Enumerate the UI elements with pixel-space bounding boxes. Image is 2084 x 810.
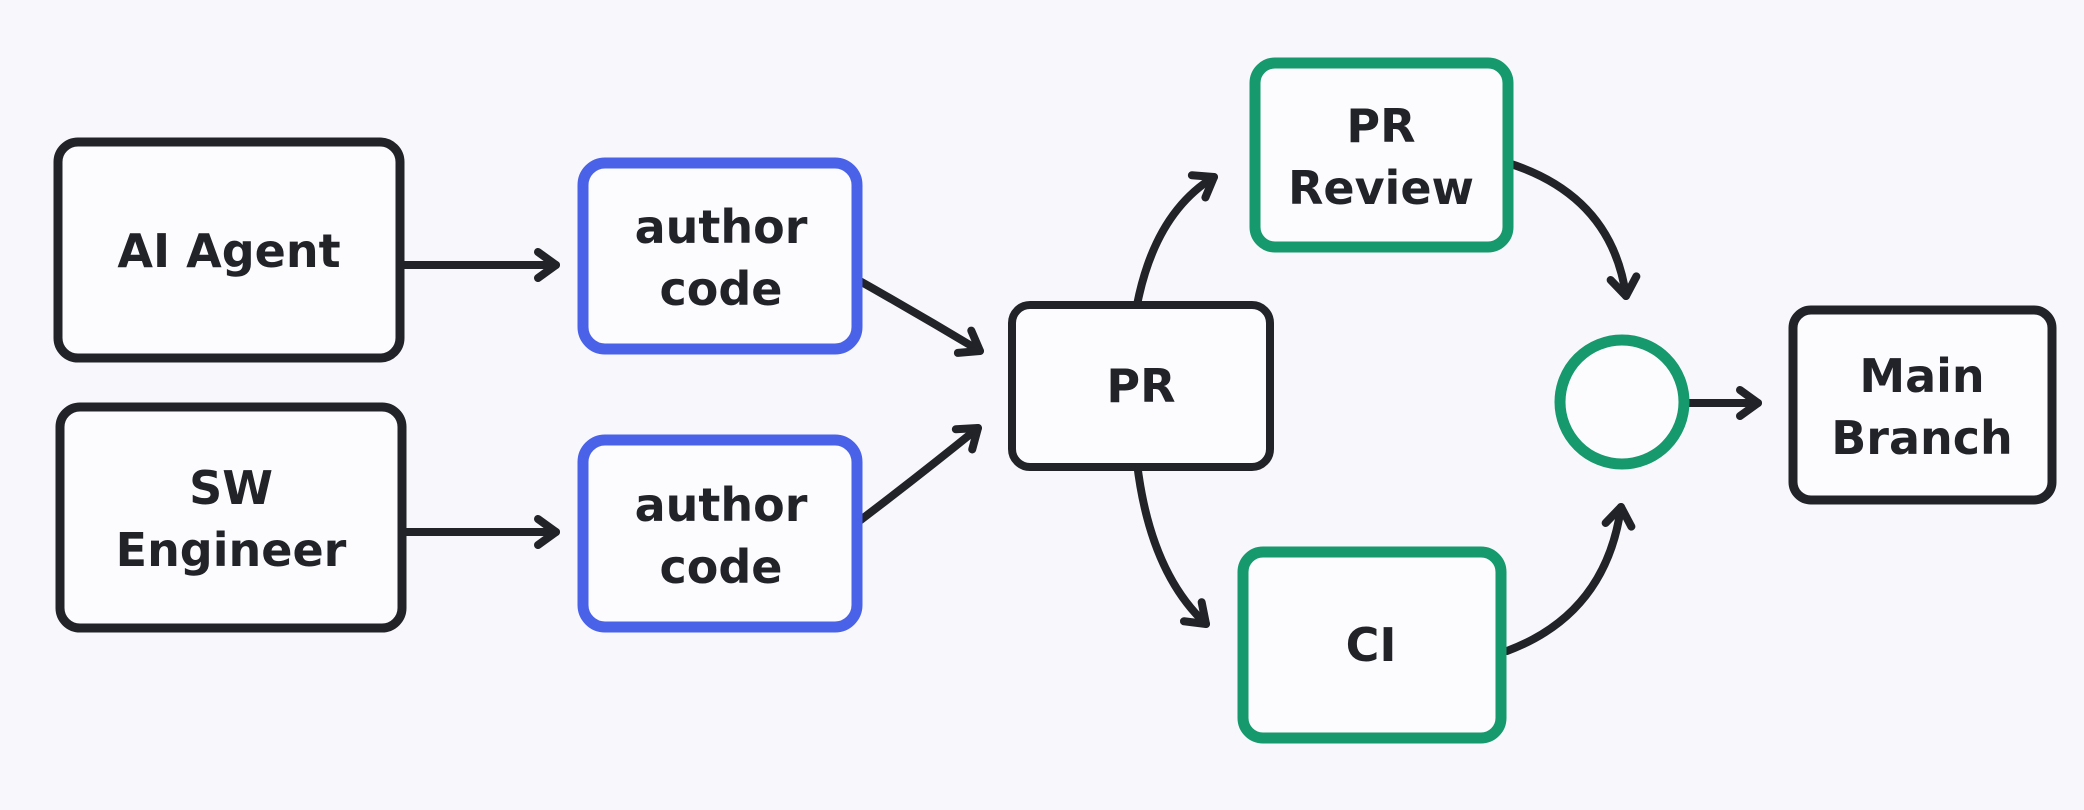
node-ci — [1237, 546, 1507, 744]
node-author-code-bottom — [577, 434, 863, 633]
main-branch-label-line1: Main — [1859, 349, 1984, 403]
node-pr — [1008, 301, 1274, 471]
arrow-ci-to-check — [1503, 502, 1636, 655]
main-branch-label-line2: Branch — [1831, 411, 2013, 465]
sw-engineer-label-line1: SW — [189, 461, 273, 515]
arrow-pr-to-pr-review — [1133, 171, 1218, 309]
sw-engineer-label-line2: Engineer — [116, 523, 347, 577]
arrow-pr-to-ci — [1133, 459, 1210, 628]
pr-review-label-line2: Review — [1288, 161, 1474, 215]
arrow-pr-review-to-check — [1504, 159, 1641, 300]
node-pr-review — [1249, 57, 1514, 253]
pr-review-label-line1: PR — [1346, 99, 1415, 153]
author-code-top-label-line2: code — [660, 262, 783, 316]
arrow-author-code-top-to-pr — [854, 276, 984, 357]
ci-label: CI — [1346, 618, 1397, 672]
node-author-code-top — [577, 157, 863, 355]
dark-nodes — [53, 137, 2057, 633]
node-sw-engineer — [55, 402, 407, 633]
author-code-bottom-label-line1: author — [635, 478, 808, 532]
author-code-bottom-label-line2: code — [660, 540, 783, 594]
arrow-author-code-bottom-to-pr — [854, 424, 982, 526]
node-ai-agent — [53, 137, 405, 363]
node-labels: AI Agent SW Engineer author code author … — [116, 99, 2013, 672]
author-code-top-label-line1: author — [635, 200, 808, 254]
node-main-branch — [1788, 305, 2057, 505]
pr-label: PR — [1106, 359, 1175, 413]
node-approved-check-circle — [1554, 334, 1690, 470]
ai-agent-label: AI Agent — [117, 224, 340, 278]
